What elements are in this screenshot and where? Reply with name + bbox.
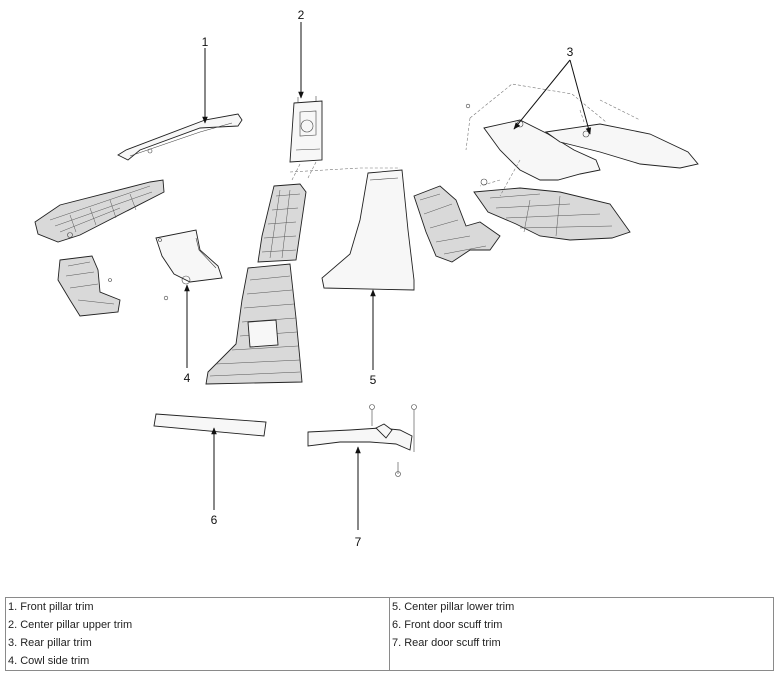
leader-3b [569, 59, 592, 135]
legend-item: 7. Rear door scuff trim [392, 637, 501, 649]
leader-3a [513, 59, 571, 130]
callout-1: 1 [202, 35, 209, 49]
callout-5: 5 [370, 373, 377, 387]
legend-item: 3. Rear pillar trim [8, 637, 92, 649]
front-pillar-trim-part [117, 113, 243, 161]
legend-item: 5. Center pillar lower trim [392, 601, 515, 613]
rear-pillar-trim-part [465, 83, 699, 181]
callout-3: 3 [567, 45, 574, 59]
parts-legend-table: 1. Front pillar trim 2. Center pillar up… [5, 597, 774, 671]
bracket-part [57, 255, 121, 317]
center-pillar-lower-trim-part [321, 169, 415, 291]
center-pillar-frame-part [257, 183, 307, 263]
legend-item: 1. Front pillar trim [8, 601, 94, 613]
center-pillar-upper-trim-part [289, 96, 323, 163]
legend-item: 4. Cowl side trim [8, 655, 90, 667]
exploded-parts-diagram: 1 2 3 4 5 6 7 [34, 8, 699, 549]
center-pillar-lower-inner-part [205, 263, 303, 385]
legend-item: 6. Front door scuff trim [392, 619, 503, 631]
front-pillar-inner-part [34, 179, 165, 243]
rear-door-scuff-trim-part [307, 404, 417, 477]
front-door-scuff-trim-part [153, 413, 267, 437]
rear-quarter-trim-part [413, 159, 631, 263]
callout-2: 2 [298, 8, 305, 22]
legend-left-column: 1. Front pillar trim 2. Center pillar up… [5, 597, 390, 671]
cowl-side-trim-part [155, 229, 223, 301]
callout-6: 6 [211, 513, 218, 527]
legend-right-column: 5. Center pillar lower trim 6. Front doo… [389, 597, 774, 671]
legend-item: 2. Center pillar upper trim [8, 619, 133, 631]
callout-4: 4 [184, 371, 191, 385]
callout-7: 7 [355, 535, 362, 549]
